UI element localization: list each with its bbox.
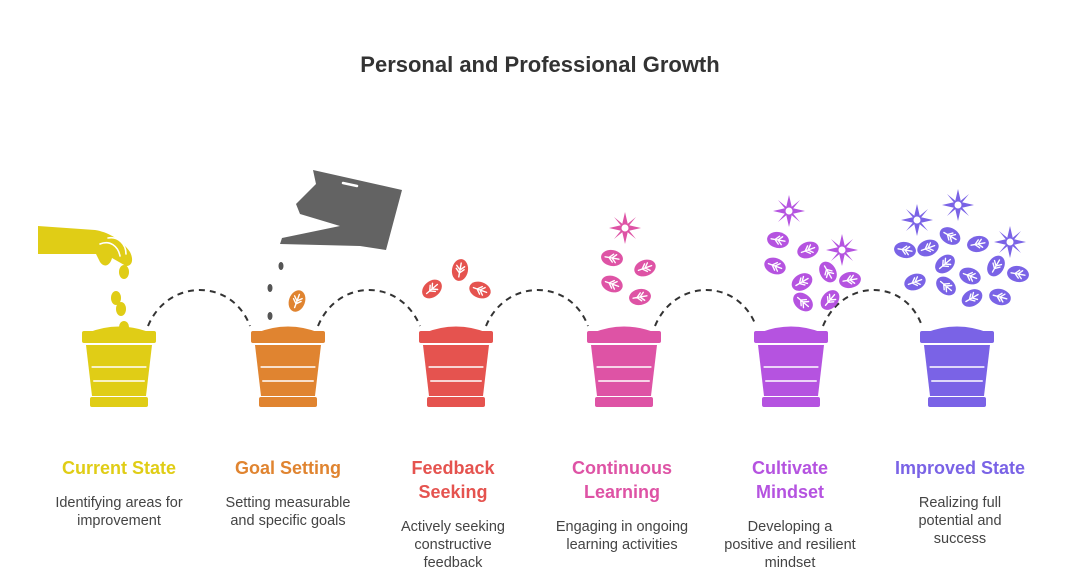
stage-description: Engaging in ongoing learning activities (555, 519, 689, 553)
flower-pot (920, 326, 994, 407)
stage-title: Goal Setting (234, 458, 341, 478)
stage-description: Developing a positive and resilient mind… (724, 519, 856, 571)
stage-title: Cultivate Mindset (751, 458, 829, 502)
flower-icon (598, 212, 659, 308)
flower-pot (419, 326, 493, 407)
flower-pot (82, 326, 156, 407)
flower-pot (587, 326, 661, 407)
stage-title: Feedback Seeking (411, 458, 495, 502)
flower-icon (892, 189, 1031, 312)
page-title: Personal and Professional Growth (360, 52, 720, 77)
stage-title: Continuous Learning (572, 458, 672, 502)
stage-description: Identifying areas for improvement (55, 495, 183, 529)
watering-can-icon (267, 170, 402, 320)
flower-pot (251, 326, 325, 407)
dashed-connectors (147, 289, 923, 327)
stage-description: Realizing full potential and success (918, 495, 1002, 547)
stage-title: Improved State (894, 458, 1026, 478)
flower-pot (754, 326, 828, 407)
leaf-icon (417, 257, 494, 303)
stage-description: Setting measurable and specific goals (225, 495, 351, 529)
stage-title: Current State (61, 458, 177, 478)
stage-description: Actively seeking constructive feedback (401, 519, 505, 571)
hand-dropping-seeds-icon (38, 226, 133, 333)
